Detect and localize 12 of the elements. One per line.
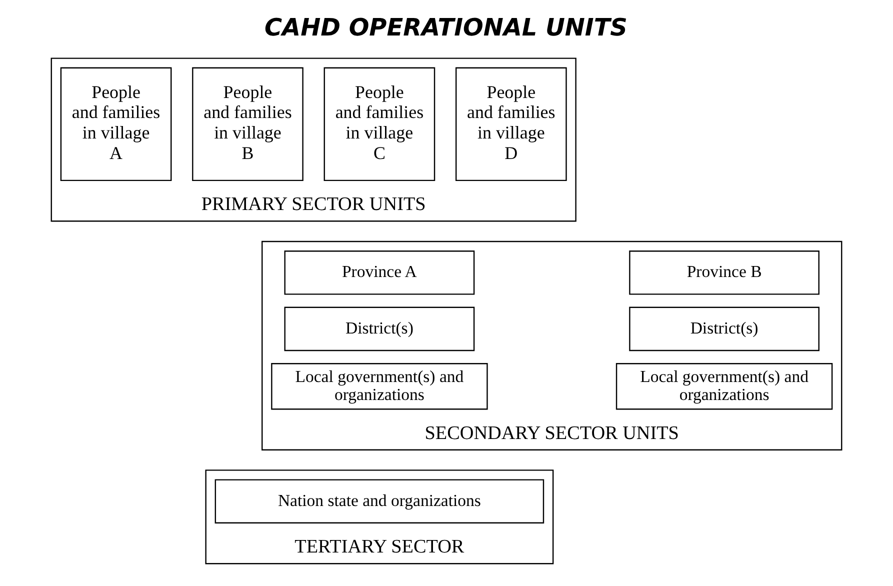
node-box: People and families in village A [60,67,172,182]
node-box: Province B [629,250,820,295]
node-box: People and families in village D [455,67,567,182]
node-box: District(s) [629,306,820,352]
node-box: Province A [284,250,475,295]
node-box: People and families in village C [324,67,436,182]
node-box: Nation state and organizations [214,479,544,524]
node-box: District(s) [284,306,475,352]
node-box: People and families in village B [192,67,304,182]
node-box: Local government(s) and organizations [271,363,488,410]
node-box: Local government(s) and organizations [616,363,833,410]
diagram-title: CAHD OPERATIONAL UNITS [264,14,628,42]
